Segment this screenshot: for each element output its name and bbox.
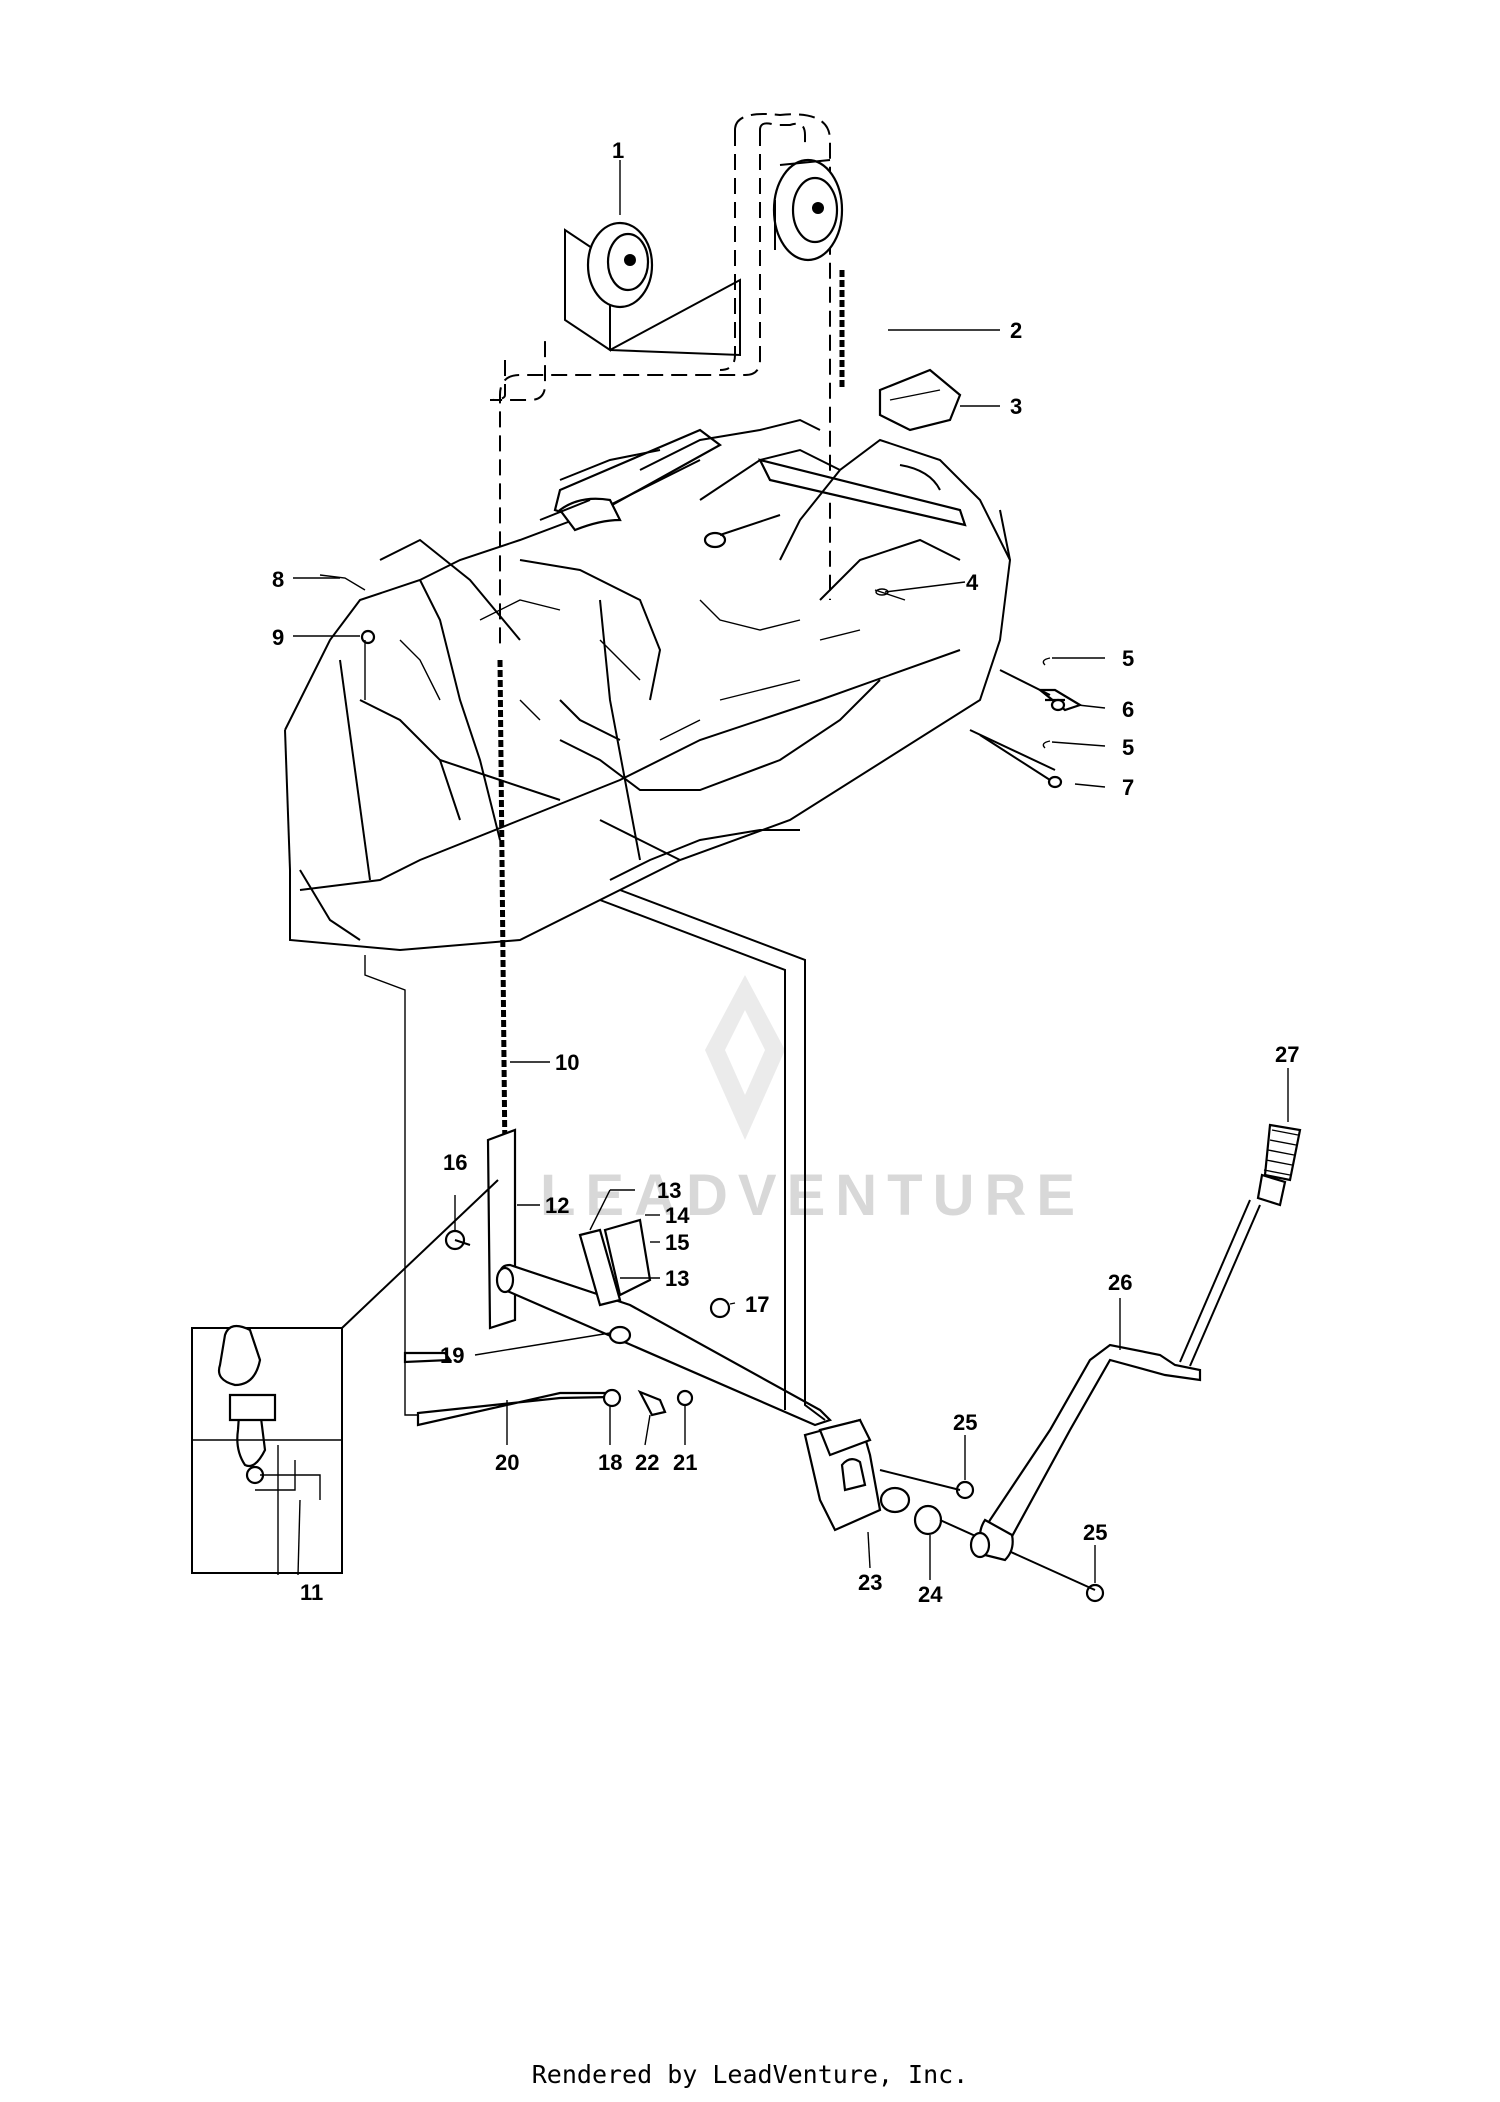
callout-6: 6	[1122, 697, 1134, 722]
callout-11: 11	[300, 1580, 323, 1605]
drive-chain	[497, 270, 845, 1161]
pulley-2	[772, 158, 844, 262]
callout-10: 10	[555, 1050, 579, 1075]
callout-5a: 5	[1122, 646, 1134, 671]
callout-25b: 25	[1083, 1520, 1107, 1545]
callout-23: 23	[858, 1570, 882, 1595]
callout-21: 21	[673, 1450, 697, 1475]
tractor-frame	[284, 368, 1083, 1416]
callout-22: 22	[635, 1450, 659, 1475]
callout-15: 15	[665, 1230, 689, 1255]
callout-25a: 25	[953, 1410, 977, 1435]
callout-27: 27	[1275, 1042, 1299, 1067]
pulley-1	[564, 221, 741, 357]
leader-lines	[293, 160, 1289, 1583]
callout-5b: 5	[1122, 735, 1134, 760]
callout-3: 3	[1010, 394, 1022, 419]
callout-13b: 13	[665, 1266, 689, 1291]
callout-9: 9	[272, 625, 284, 650]
callout-19: 19	[440, 1343, 464, 1368]
callout-4: 4	[966, 570, 979, 595]
callout-8: 8	[272, 567, 284, 592]
watermark: LEADVENTURE	[540, 975, 1085, 1228]
footer-credit: Rendered by LeadVenture, Inc.	[531, 2060, 969, 2089]
callout-labels: 1 2 3 4 5 6 5 7 8 9 10 11 12 13 14 15 13…	[272, 138, 1299, 1607]
callout-2: 2	[1010, 318, 1022, 343]
callout-24: 24	[918, 1582, 943, 1607]
callout-13a: 13	[657, 1178, 681, 1203]
lift-rod-assembly	[416, 889, 1105, 1603]
watermark-text: LEADVENTURE	[540, 1163, 1085, 1228]
callout-26: 26	[1108, 1270, 1132, 1295]
lift-arm-assembly	[191, 1128, 833, 1575]
lift-handle	[969, 1123, 1302, 1562]
callout-20: 20	[495, 1450, 519, 1475]
callout-7: 7	[1122, 775, 1134, 800]
callout-18: 18	[598, 1450, 622, 1475]
callout-16: 16	[443, 1150, 467, 1175]
callout-17: 17	[745, 1292, 769, 1317]
callout-14: 14	[665, 1203, 690, 1228]
callout-1: 1	[612, 138, 624, 163]
callout-12: 12	[545, 1193, 569, 1218]
